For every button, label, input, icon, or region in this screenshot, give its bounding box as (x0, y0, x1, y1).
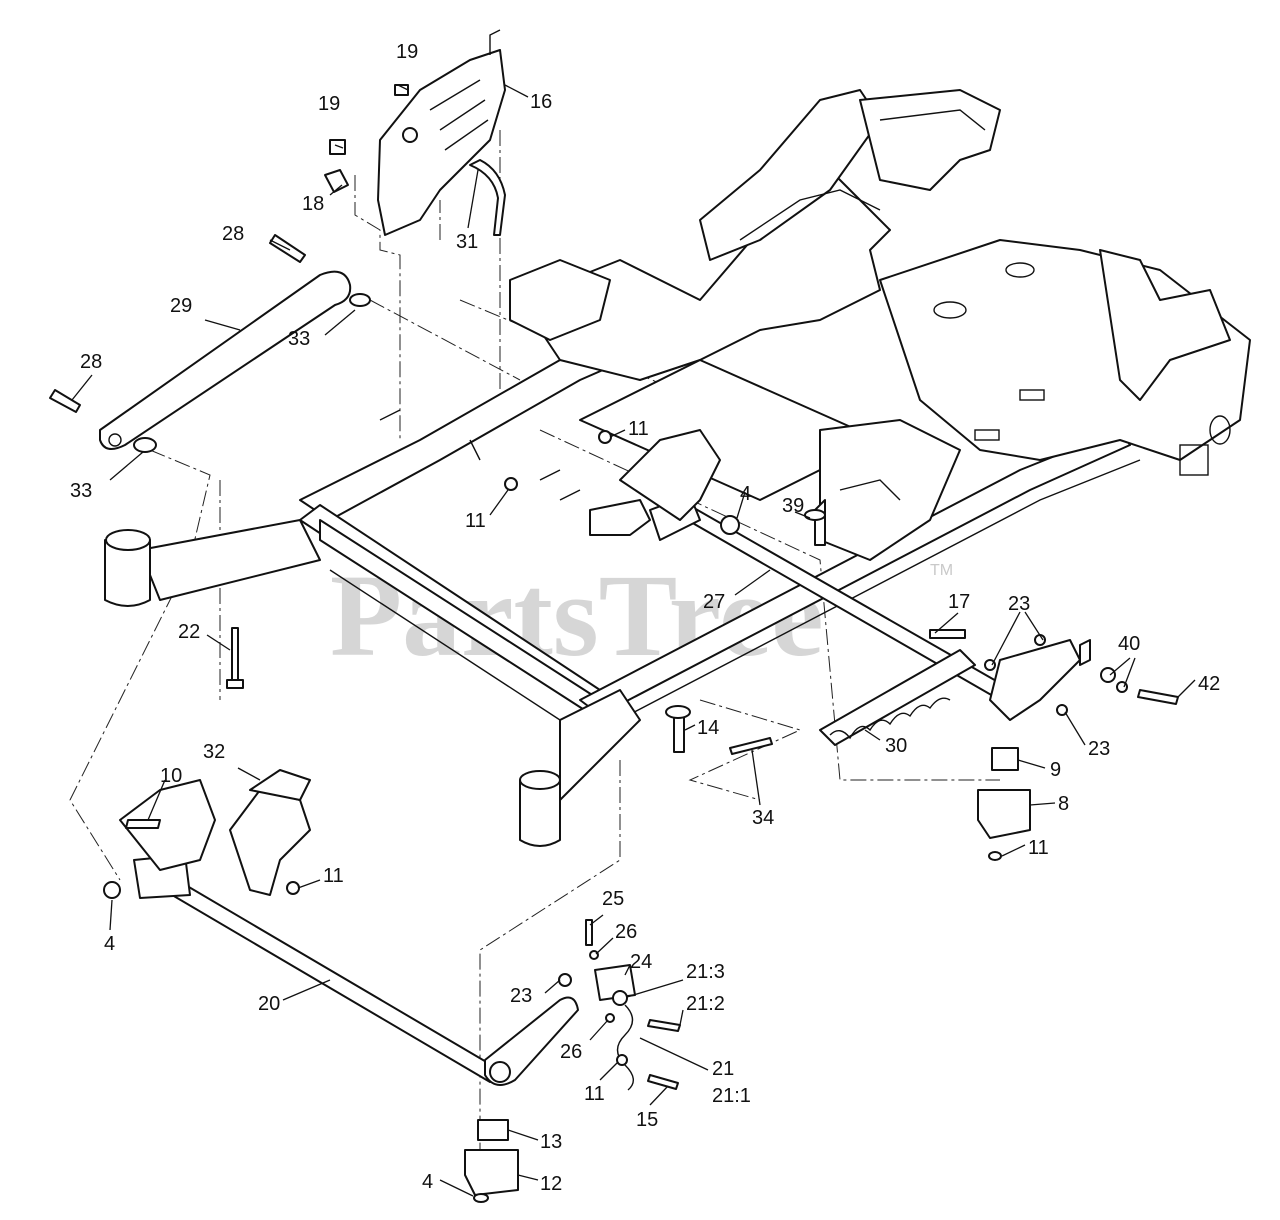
callout-23-right-lower: 23 (1088, 738, 1110, 760)
callout-27: 27 (703, 591, 725, 613)
callout-14: 14 (697, 717, 719, 739)
callout-26-upper: 26 (615, 921, 637, 943)
callout-42: 42 (1198, 673, 1220, 695)
callout-19-mid: 19 (318, 93, 340, 115)
loose-hardware (226, 430, 826, 755)
callout-39: 39 (782, 495, 804, 517)
callout-4-rear: 4 (740, 483, 751, 505)
leader-lines (71, 84, 1196, 1197)
callout-10: 10 (160, 765, 182, 787)
callout-11-chain: 11 (584, 1083, 605, 1105)
front-lift-shaft (103, 769, 579, 1203)
callout-22: 22 (178, 621, 200, 643)
callout-9: 9 (1050, 759, 1061, 781)
callout-32: 32 (203, 741, 225, 763)
callout-4-front-left: 4 (104, 933, 115, 955)
callout-13: 13 (540, 1131, 562, 1153)
main-frame (299, 89, 1251, 731)
left-caster-arm (104, 519, 641, 847)
callout-4-bottom: 4 (422, 1171, 433, 1193)
control-console (324, 29, 506, 236)
callout-23-chain: 23 (510, 985, 532, 1007)
callout-labels: 19 19 16 18 31 28 29 33 28 33 11 11 4 39… (70, 41, 1220, 1195)
callout-26-lower: 26 (560, 1041, 582, 1063)
callout-40: 40 (1118, 633, 1140, 655)
callout-21-3: 21:3 (686, 961, 725, 983)
callout-33-upper: 33 (288, 328, 310, 350)
callout-34: 34 (752, 807, 774, 829)
callout-21-1: 21:1 (712, 1085, 751, 1107)
callout-25: 25 (602, 888, 624, 910)
callout-16: 16 (530, 91, 552, 113)
callout-17: 17 (948, 591, 970, 613)
callout-19-top: 19 (396, 41, 418, 63)
callout-11-frame-right: 11 (628, 418, 649, 440)
callout-29: 29 (170, 295, 192, 317)
callout-21: 21 (712, 1058, 734, 1080)
right-lift-arm (819, 629, 1179, 861)
link-arm (49, 234, 371, 453)
callout-28-upper: 28 (222, 223, 244, 245)
callout-11-bushing: 11 (1028, 837, 1049, 859)
chain-linkage (558, 919, 681, 1091)
watermark-trademark: TM (930, 562, 953, 579)
callout-31: 31 (456, 231, 478, 253)
callout-18: 18 (302, 193, 324, 215)
callout-8: 8 (1058, 793, 1069, 815)
callout-15: 15 (636, 1109, 658, 1131)
callout-11-frame-left: 11 (465, 510, 486, 532)
callout-28-lower: 28 (80, 351, 102, 373)
callout-24: 24 (630, 951, 652, 973)
callout-12: 12 (540, 1173, 562, 1195)
callout-33-lower: 33 (70, 480, 92, 502)
callout-21-2: 21:2 (686, 993, 725, 1015)
callout-11-front-bracket: 11 (323, 865, 344, 887)
callout-20: 20 (258, 993, 280, 1015)
rear-lift-shaft (589, 429, 1013, 701)
callout-23-right-top: 23 (1008, 593, 1030, 615)
callout-30: 30 (885, 735, 907, 757)
